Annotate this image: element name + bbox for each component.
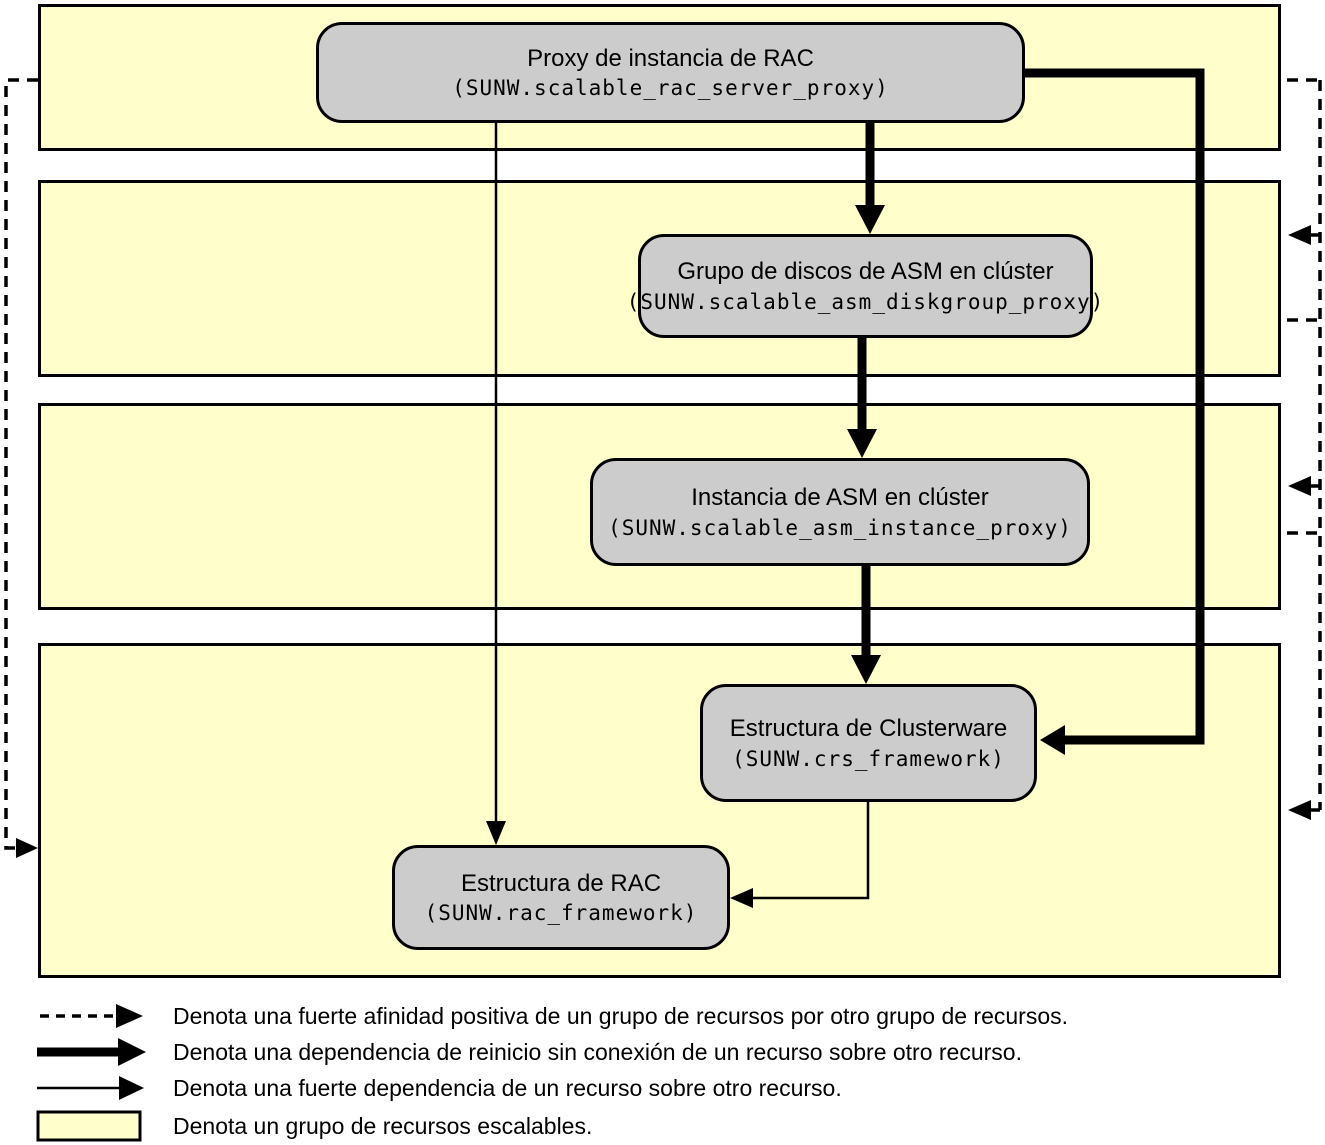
legend-label-thin-arrow: Denota una fuerte dependencia de un recu… (173, 1075, 842, 1101)
node-title: Grupo de discos de ASM en clúster (677, 258, 1054, 286)
legend-label-scalable-group: Denota un grupo de recursos escalables. (173, 1113, 593, 1139)
legend-label-dashed-arrow: Denota una fuerte afinidad positiva de u… (173, 1003, 1069, 1029)
legend-dashed-arrow-symbol (40, 1004, 143, 1028)
thin-arrow-clusterware-to-rac-framework (730, 802, 870, 908)
node-rac-instance-proxy: Proxy de instancia de RAC (SUNW.scalable… (316, 22, 1025, 123)
dashed-affinity-right-chain (1287, 78, 1322, 820)
node-title: Estructura de RAC (460, 869, 662, 897)
node-asm-diskgroup: Grupo de discos de ASM en clúster (SUNW.… (627, 234, 1103, 338)
node-resource-type: (SUNW.scalable_asm_instance_proxy) (608, 515, 1072, 540)
legend-label-thick-arrow: Denota una dependencia de reinicio sin c… (173, 1039, 1022, 1065)
node-title: Instancia de ASM en clúster (691, 484, 989, 512)
node-resource-type: (SUNW.scalable_asm_diskgroup_proxy) (626, 289, 1105, 314)
thick-arrow-instance-to-clusterware (851, 566, 881, 684)
node-title: Proxy de instancia de RAC (527, 44, 814, 72)
node-resource-type: (SUNW.crs_framework) (732, 746, 1005, 771)
node-rac-framework: Estructura de RAC (SUNW.rac_framework) (392, 845, 730, 950)
legend-scalable-group-swatch (36, 1110, 142, 1142)
node-clusterware-framework: Estructura de Clusterware (SUNW.crs_fram… (700, 684, 1037, 802)
thick-arrow-diskgroup-to-instance (847, 338, 877, 458)
legend-thin-arrow-symbol (37, 1076, 144, 1100)
node-resource-type: (SUNW.scalable_rac_server_proxy) (452, 76, 889, 101)
thick-arrow-proxy-to-clusterware (1022, 68, 1205, 755)
thick-arrow-proxy-to-diskgroup (855, 123, 885, 234)
node-title: Estructura de Clusterware (729, 715, 1008, 743)
dashed-affinity-left-group1-to-group4 (4, 78, 38, 858)
legend-thick-arrow-symbol (37, 1038, 146, 1066)
node-resource-type: (SUNW.rac_framework) (424, 901, 698, 926)
thin-arrow-proxy-to-rac-framework (486, 123, 506, 845)
node-asm-instance: Instancia de ASM en clúster (SUNW.scalab… (590, 458, 1090, 566)
